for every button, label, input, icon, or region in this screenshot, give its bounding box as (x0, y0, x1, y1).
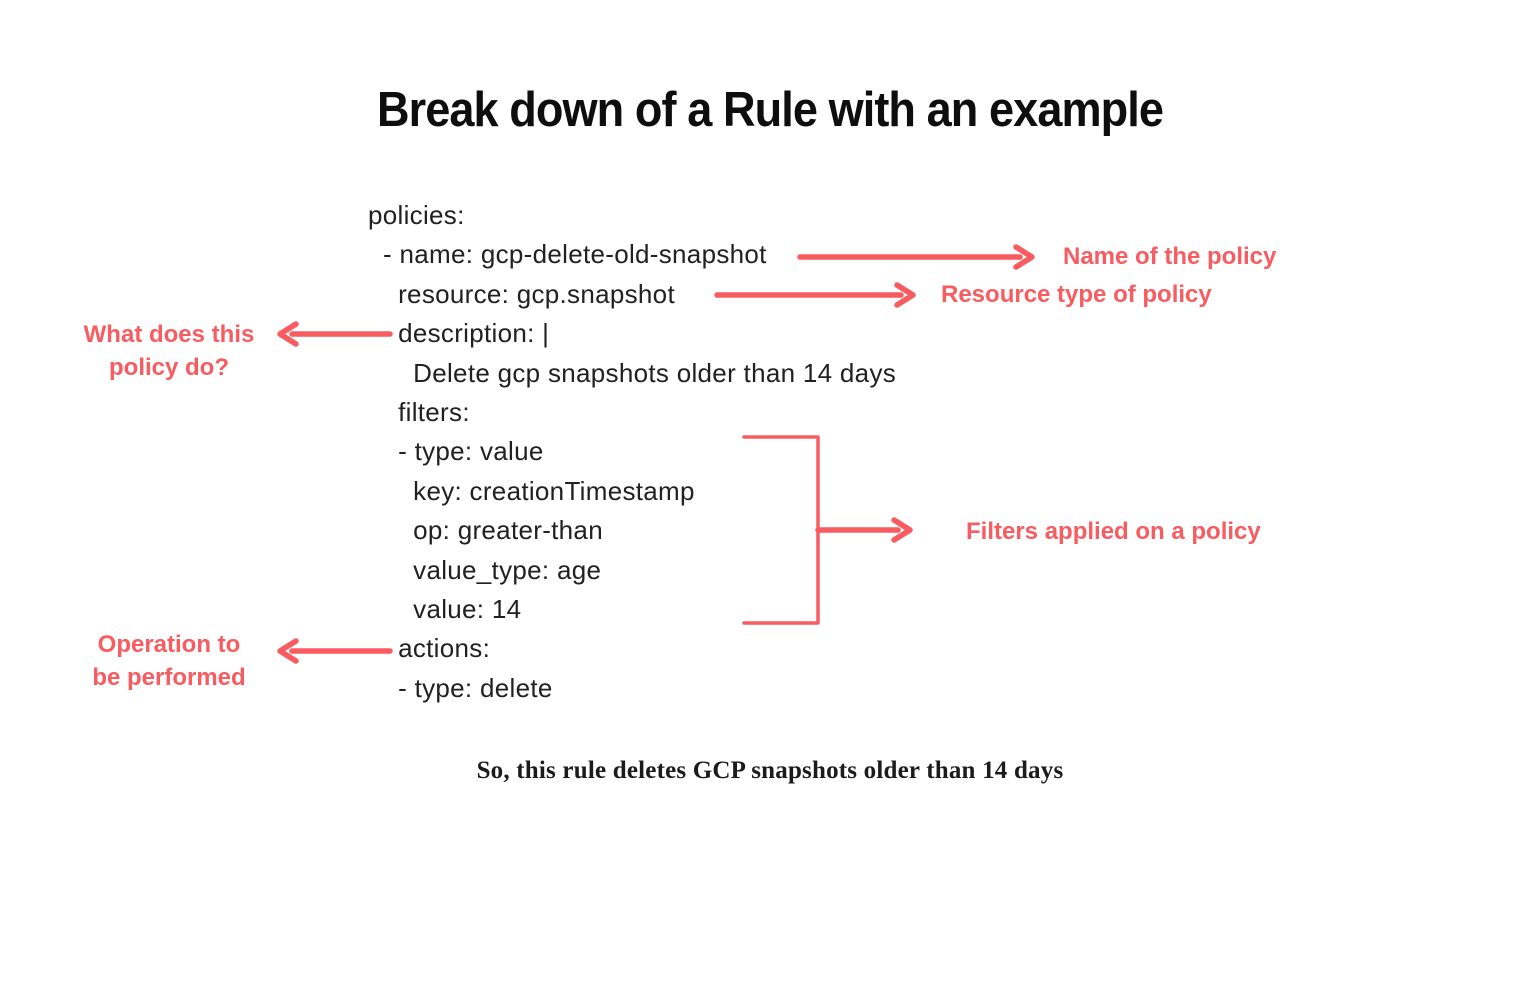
description-question-line2: policy do? (109, 354, 229, 381)
code-line: description: | (368, 318, 550, 349)
code-line: value_type: age (368, 554, 602, 585)
code-line: resource: gcp.snapshot (368, 278, 675, 309)
resource-arrow-right-icon (714, 282, 916, 308)
description-arrow-left-icon (277, 321, 393, 347)
filters-bracket-icon (742, 435, 913, 625)
resource-type-label: Resource type of policy (941, 281, 1212, 308)
operation-label: Operation to be performed (64, 628, 274, 694)
code-line: op: greater-than (368, 515, 603, 546)
page-title: Break down of a Rule with an example (376, 83, 1164, 137)
description-question-label: What does this policy do? (64, 318, 274, 384)
name-policy-label: Name of the policy (1063, 243, 1277, 270)
operation-label-line2: be performed (92, 664, 246, 691)
code-line: - type: value (368, 436, 544, 467)
code-line: Delete gcp snapshots older than 14 days (368, 357, 897, 388)
code-line: key: creationTimestamp (368, 475, 695, 506)
name-arrow-right-icon (797, 244, 1035, 270)
yaml-code-block: policies: - name: gcp-delete-old-snapsho… (368, 196, 896, 708)
code-line: policies: (368, 200, 465, 230)
summary-text: So, this rule deletes GCP snapshots olde… (476, 757, 1064, 784)
code-line: actions: (368, 633, 491, 664)
code-line: - type: delete (368, 672, 553, 703)
code-line: filters: (368, 396, 470, 427)
code-line: - name: gcp-delete-old-snapshot (368, 239, 767, 270)
filters-applied-label: Filters applied on a policy (966, 518, 1261, 545)
code-line: value: 14 (368, 593, 522, 624)
description-question-line1: What does this (83, 321, 255, 348)
actions-arrow-left-icon (277, 638, 393, 664)
operation-label-line1: Operation to (97, 631, 241, 658)
